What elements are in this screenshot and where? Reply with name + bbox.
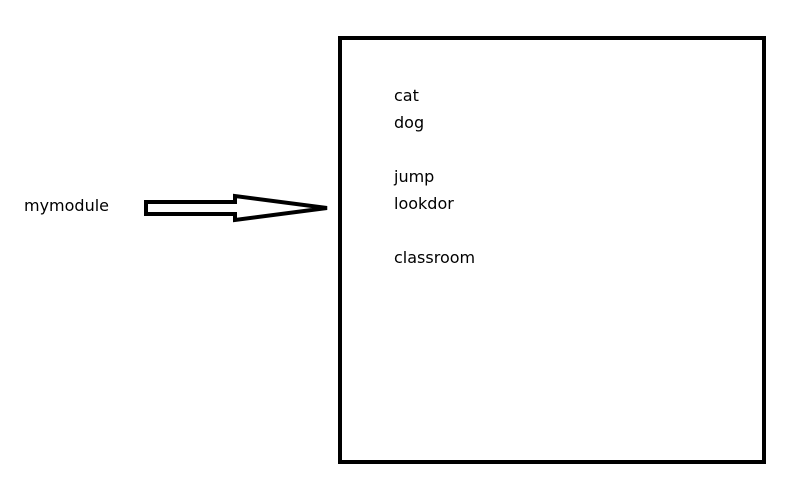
box-item-jump: jump bbox=[394, 167, 435, 186]
module-name-label: mymodule bbox=[24, 196, 110, 215]
box-item-dog: dog bbox=[394, 113, 425, 132]
hollow-right-arrow-icon bbox=[144, 193, 328, 223]
box-item-lookdor: lookdor bbox=[394, 194, 454, 213]
box-item-cat: cat bbox=[394, 86, 419, 105]
module-contents-box: cat dog jump lookdor classroom bbox=[338, 36, 766, 464]
box-item-classroom: classroom bbox=[394, 248, 476, 267]
